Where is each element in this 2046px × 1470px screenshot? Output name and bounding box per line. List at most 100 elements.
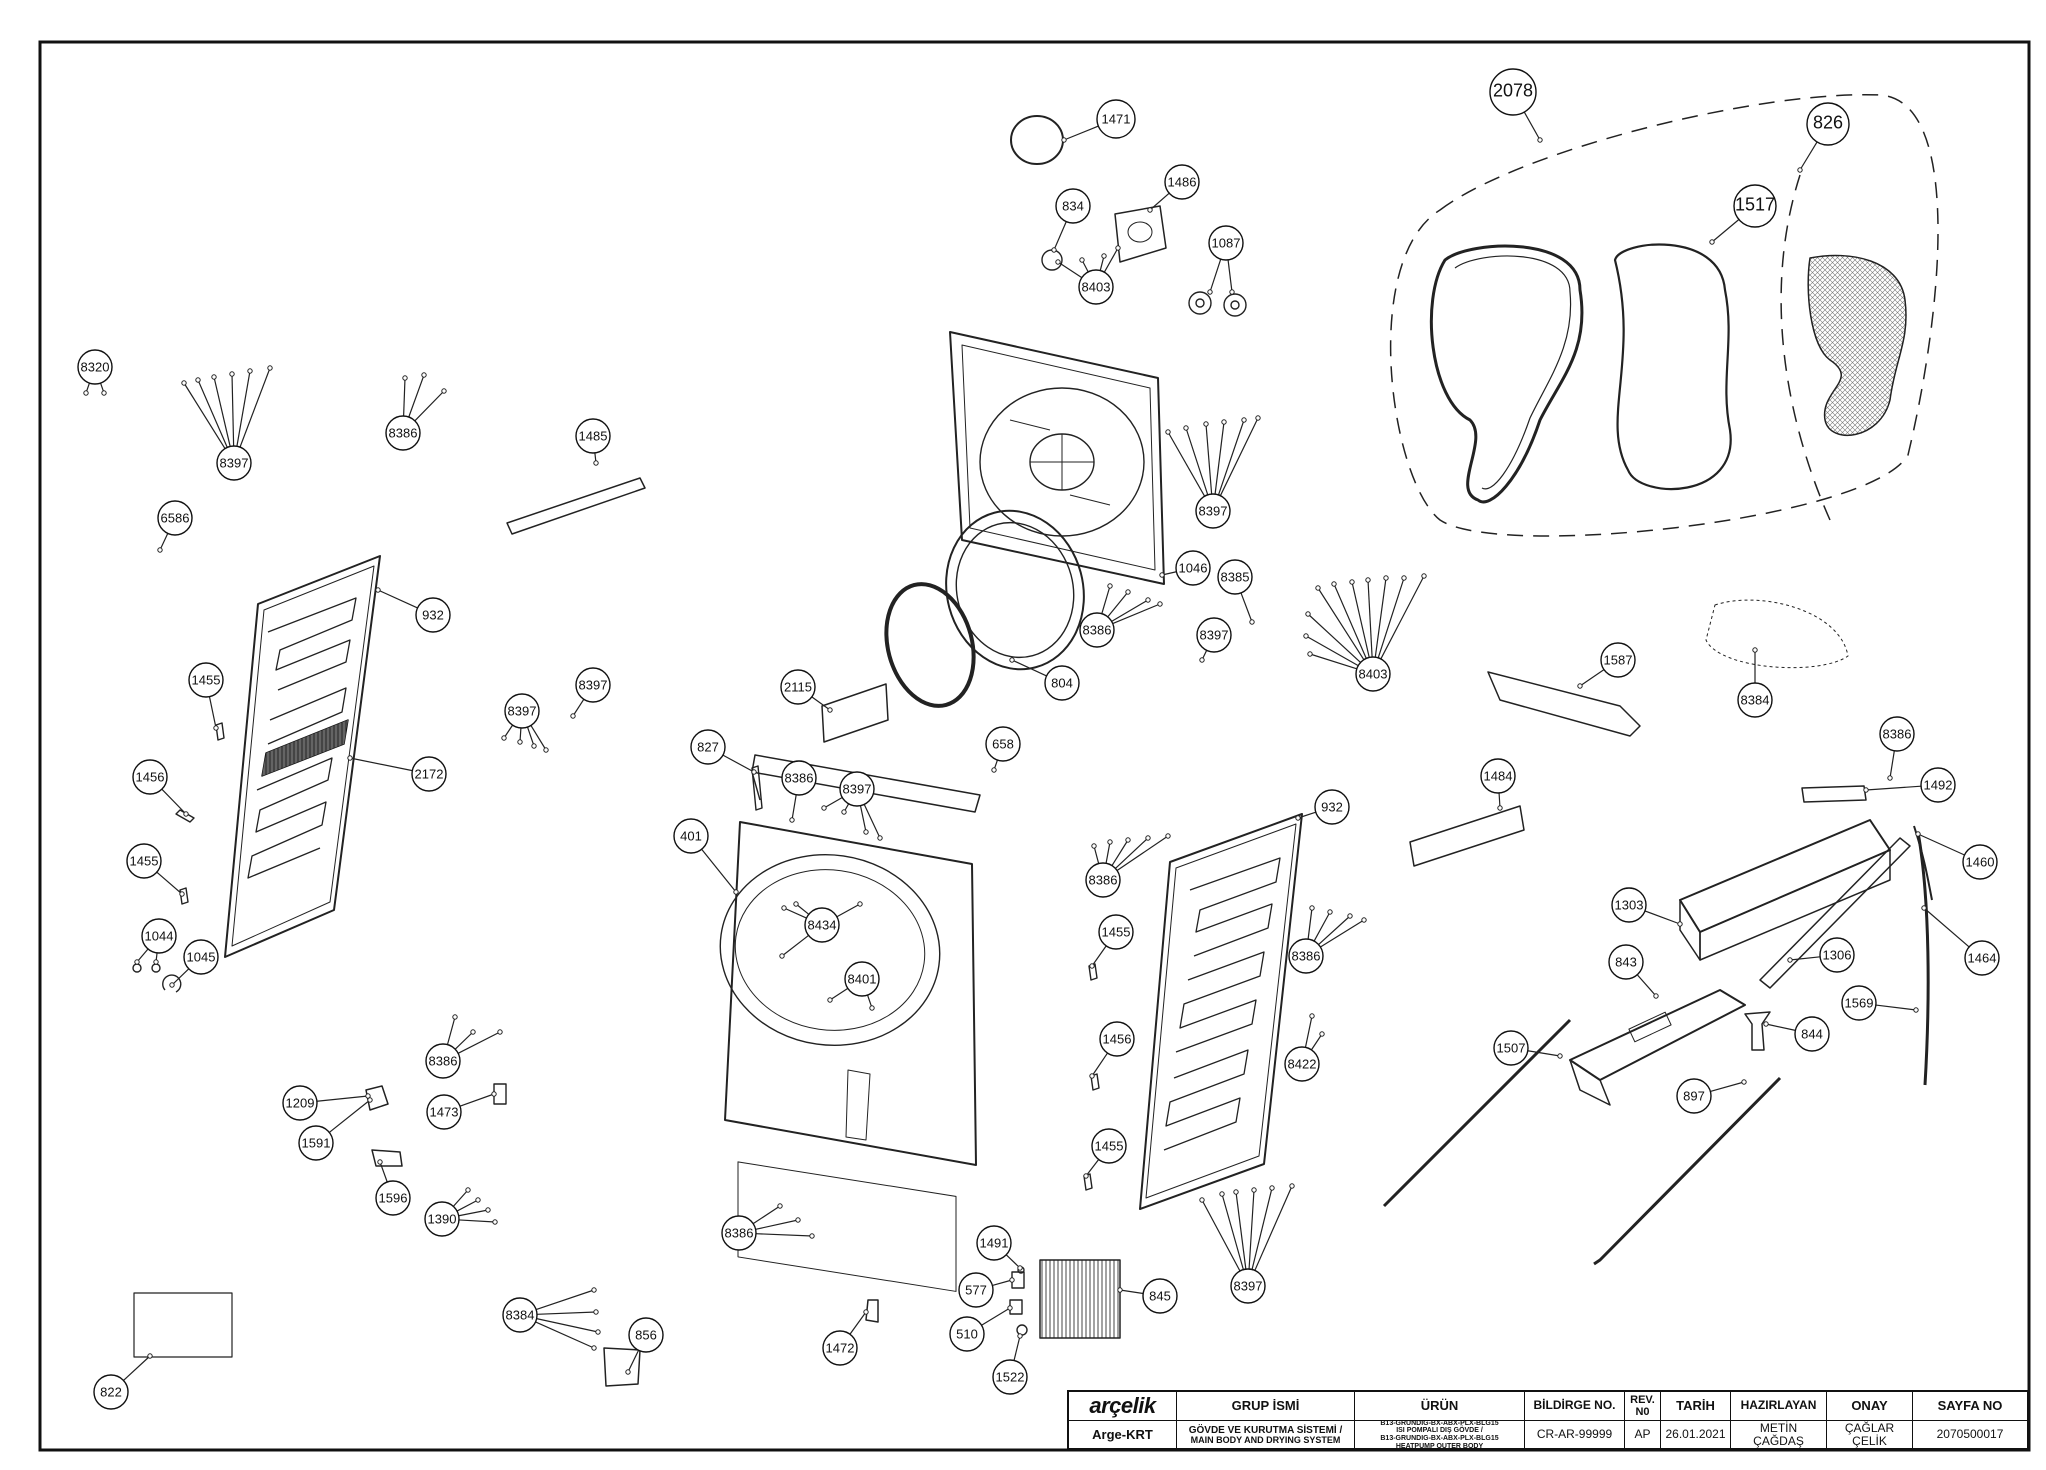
leader-line	[1710, 1081, 1745, 1092]
callout-8320: 8320	[77, 349, 113, 385]
screw-icon	[1083, 1173, 1089, 1179]
callout-label: 856	[635, 1328, 657, 1343]
screw-icon	[779, 953, 785, 959]
leader-line	[379, 1161, 388, 1183]
screw-icon	[1497, 805, 1503, 811]
product-header: ÜRÜN	[1355, 1392, 1525, 1420]
callout-label: 1471	[1102, 112, 1131, 127]
callout-826: 826	[1806, 102, 1850, 146]
leader-line	[1214, 421, 1225, 495]
callout-circle	[992, 1359, 1028, 1395]
callout-658: 658	[985, 726, 1021, 762]
callout-1591: 1591	[298, 1125, 334, 1161]
screw-icon	[795, 1217, 801, 1223]
rev-value: AP	[1625, 1420, 1661, 1450]
leader-line	[1320, 919, 1365, 948]
callout-label: 8386	[1089, 873, 1118, 888]
callout-label: 1491	[980, 1236, 1009, 1251]
callout-circle	[282, 1085, 318, 1121]
callout-834: 834	[1055, 188, 1091, 224]
screw-icon	[863, 1309, 869, 1315]
screw-icon	[1309, 905, 1315, 911]
leader-line	[1105, 841, 1111, 864]
callout-circle	[1079, 612, 1115, 648]
rear-panel	[949, 331, 1165, 585]
screw-icon	[1089, 1073, 1095, 1079]
callout-circle	[1962, 844, 1998, 880]
leader-line	[1011, 659, 1047, 677]
left-side-panel-932	[224, 555, 381, 958]
callout-1587: 1587	[1600, 642, 1636, 678]
callout-circle	[1142, 1278, 1178, 1314]
doc-header: BİLDİRGE NO.	[1525, 1392, 1625, 1420]
clip-1455-b	[179, 887, 189, 905]
screw-icon	[1251, 1187, 1257, 1193]
screw-icon	[1303, 633, 1309, 639]
leader-line	[408, 374, 425, 418]
leader-line	[316, 1095, 369, 1102]
screw-icon	[1315, 585, 1321, 591]
callout-label: 1455	[1102, 925, 1131, 940]
product-line-4: HEATPUMP OUTER BODY	[1395, 1442, 1484, 1450]
group-value-en: MAIN BODY AND DRYING SYSTEM	[1190, 1434, 1341, 1445]
callout-1456: 1456	[1099, 1021, 1135, 1057]
callout-label: 8320	[81, 360, 110, 375]
rollers-1087	[1188, 291, 1247, 317]
leader-line	[377, 589, 418, 609]
callout-circle	[1217, 559, 1253, 595]
screw-icon	[492, 1219, 498, 1225]
rail-1306	[1759, 837, 1911, 989]
callout-circle	[502, 1297, 538, 1333]
callout-circle	[126, 843, 162, 879]
callout-label: 822	[100, 1385, 122, 1400]
screw-icon	[452, 1014, 458, 1020]
leader-line	[123, 1355, 151, 1381]
leader-line	[535, 1321, 595, 1349]
callout-8397: 8397	[1195, 493, 1231, 529]
callout-circle	[1196, 617, 1232, 653]
callout-label: 8397	[508, 704, 537, 719]
callout-1087: 1087	[1208, 225, 1244, 261]
leader-line	[1093, 845, 1100, 864]
screw-icon	[1653, 993, 1659, 999]
group-value-tr: GÖVDE VE KURUTMA SİSTEMİ /	[1188, 1424, 1343, 1436]
callout-circle	[141, 918, 177, 954]
leader-line	[1313, 911, 1331, 942]
approved-value: ÇAĞLAR ÇELİK	[1827, 1420, 1913, 1450]
callout-label: 1087	[1212, 236, 1241, 251]
leader-line	[1374, 577, 1387, 658]
callout-8403: 8403	[1355, 656, 1391, 692]
callout-label: 1522	[996, 1370, 1025, 1385]
callout-label: 8386	[1292, 949, 1321, 964]
callout-label: 8434	[808, 918, 837, 933]
group-header: GRUP İSMİ	[1177, 1392, 1355, 1420]
screw-icon	[1255, 415, 1261, 421]
screw-icon	[485, 1207, 491, 1213]
leader-line	[1107, 591, 1129, 618]
filter-housing-2078	[1429, 244, 1584, 504]
callout-label: 804	[1051, 676, 1073, 691]
callout-1303: 1303	[1611, 887, 1647, 923]
screw-icon	[1159, 572, 1165, 578]
leader-line	[1091, 945, 1107, 967]
date-header: TARİH	[1661, 1392, 1731, 1420]
leader-line	[859, 805, 867, 833]
screw-icon	[267, 365, 273, 371]
screw-icon	[1913, 1007, 1919, 1013]
pipe-897	[1593, 1076, 1782, 1266]
callout-8386: 8386	[781, 760, 817, 796]
leader-line	[1865, 785, 1922, 791]
screw-icon	[1145, 835, 1151, 841]
screw-icon	[211, 374, 217, 380]
callout-1484: 1484	[1480, 758, 1516, 794]
callout-label: 8397	[1200, 628, 1229, 643]
callout-label: 8397	[220, 456, 249, 471]
callout-circle	[1879, 716, 1915, 752]
callout-1045: 1045	[183, 939, 219, 975]
leader-lines	[83, 111, 1970, 1381]
screw-icon	[1763, 1021, 1769, 1027]
callout-8397: 8397	[1230, 1268, 1266, 1304]
screw-icon	[751, 769, 757, 775]
screw-icon	[1887, 775, 1893, 781]
